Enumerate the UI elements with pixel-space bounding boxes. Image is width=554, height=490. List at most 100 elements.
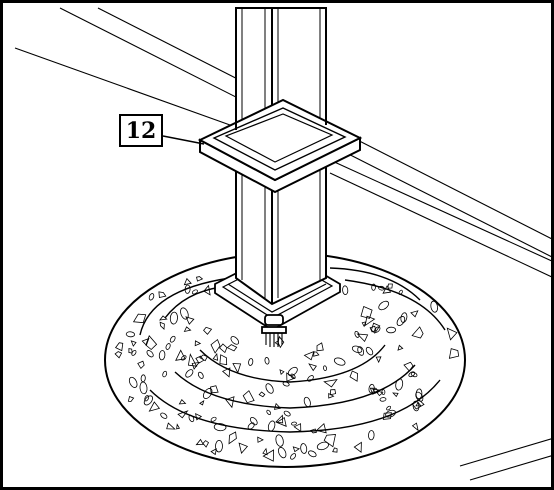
- aggregate-stone: [333, 357, 346, 366]
- aggregate-stone: [262, 449, 275, 462]
- aggregate-stone: [175, 349, 186, 361]
- aggregate-stone: [188, 414, 195, 423]
- post-collar-trim: [197, 8, 363, 194]
- aggregate-stone: [145, 335, 158, 351]
- aggregate-stone: [158, 315, 168, 321]
- aggregate-stone: [127, 395, 135, 402]
- aggregate-stone: [183, 326, 192, 333]
- aggregate-stone: [183, 277, 192, 286]
- aggregate-stone: [210, 448, 217, 456]
- aggregate-stone: [410, 310, 419, 318]
- aggregate-stone: [158, 350, 166, 361]
- aggregate-stone: [187, 353, 198, 367]
- aggregate-stone: [158, 291, 167, 298]
- aggregate-stone: [403, 361, 414, 372]
- aggregate-stone: [412, 400, 420, 412]
- aggregate-stone: [141, 337, 150, 347]
- aggregate-stone: [353, 441, 362, 453]
- aggregate-stone: [177, 410, 189, 419]
- aggregate-stone: [128, 348, 133, 354]
- aggregate-stone: [376, 390, 384, 397]
- aggregate-stone: [275, 416, 287, 427]
- aggregate-stone: [184, 284, 191, 294]
- aggregate-stone: [139, 381, 148, 395]
- aggregate-stone: [160, 412, 168, 419]
- aggregate-stone: [361, 321, 367, 328]
- aggregate-stone: [148, 293, 155, 301]
- aggregate-stone: [354, 330, 360, 338]
- aggregate-stone: [292, 446, 301, 453]
- aggregate-stone: [203, 284, 211, 296]
- callout-leader: [162, 135, 205, 145]
- aggregate-stone: [316, 441, 329, 451]
- aggregate-stone: [351, 345, 363, 353]
- aggregate-stone: [257, 436, 264, 443]
- aggregate-stone: [368, 430, 375, 441]
- aggregate-stone: [210, 338, 221, 354]
- aggregate-stone: [185, 316, 195, 325]
- aggregate-stone: [307, 375, 314, 382]
- aggregate-stone: [308, 363, 317, 372]
- aggregate-stone: [266, 409, 272, 415]
- aggregate-stone: [448, 348, 460, 359]
- footing-contour-lines: [139, 267, 446, 433]
- aggregate-stone: [303, 396, 311, 408]
- aggregate-stone: [430, 300, 439, 313]
- aggregate-stone: [357, 346, 365, 356]
- aggregate-stone: [283, 410, 291, 417]
- aggregate-stone: [313, 351, 320, 357]
- aggregate-stone: [375, 356, 382, 364]
- aggregate-stone: [114, 351, 123, 359]
- aggregate-stone: [415, 391, 424, 402]
- aggregate-stone: [342, 285, 349, 295]
- aggregate-stone: [247, 422, 255, 430]
- aggregate-stone: [300, 443, 308, 454]
- aggregate-stone: [286, 372, 296, 382]
- aggregate-stone: [162, 370, 168, 378]
- callout-label-12: 12: [119, 114, 163, 147]
- aggregate-stone: [278, 447, 287, 459]
- aggregate-stone: [128, 376, 138, 388]
- aggregate-stone: [287, 366, 298, 377]
- aggregate-stone: [395, 378, 404, 391]
- aggregate-stone: [228, 431, 237, 445]
- aggregate-stone: [293, 423, 302, 433]
- aggregate-stone: [386, 405, 392, 411]
- aggregate-stone: [291, 421, 297, 426]
- aggregate-stone: [316, 342, 324, 352]
- aggregate-stone: [176, 423, 181, 430]
- aggregate-stone: [356, 333, 369, 343]
- aggregate-stone: [215, 440, 223, 453]
- aggregate-stone: [169, 335, 176, 343]
- aggregate-stone: [370, 322, 381, 334]
- aggregate-stone: [238, 442, 249, 454]
- aggregate-stone: [249, 417, 258, 426]
- aggregate-stone: [411, 326, 424, 339]
- aggregate-stone: [275, 434, 284, 447]
- aggregate-stone: [396, 316, 406, 326]
- aggregate-stone: [368, 383, 375, 394]
- aggregate-stone: [225, 396, 235, 409]
- aggregate-stone: [219, 354, 228, 366]
- aggregate-stone: [213, 423, 227, 432]
- aggregate-stone: [159, 321, 165, 330]
- aggregate-stone: [379, 397, 387, 402]
- aggregate-stone: [165, 343, 171, 350]
- aggregate-stone: [125, 331, 135, 338]
- aggregate-stone: [323, 434, 337, 448]
- aggregate-stone: [199, 354, 208, 362]
- aggregate-stone: [137, 360, 145, 370]
- aggregate-stone: [242, 390, 255, 404]
- aggregate-stone: [398, 289, 403, 296]
- aggregate-stone: [195, 438, 204, 446]
- aggregate-stone: [212, 352, 219, 361]
- aggregate-stone: [180, 307, 189, 320]
- aggregate-stone: [328, 392, 335, 399]
- aggregate-stone: [303, 350, 315, 361]
- aggregate-stone: [385, 409, 396, 418]
- aggregate-stone: [279, 369, 285, 376]
- aggregate-stone: [397, 344, 404, 351]
- aggregate-stone: [378, 285, 385, 291]
- aggregate-stone: [369, 387, 380, 395]
